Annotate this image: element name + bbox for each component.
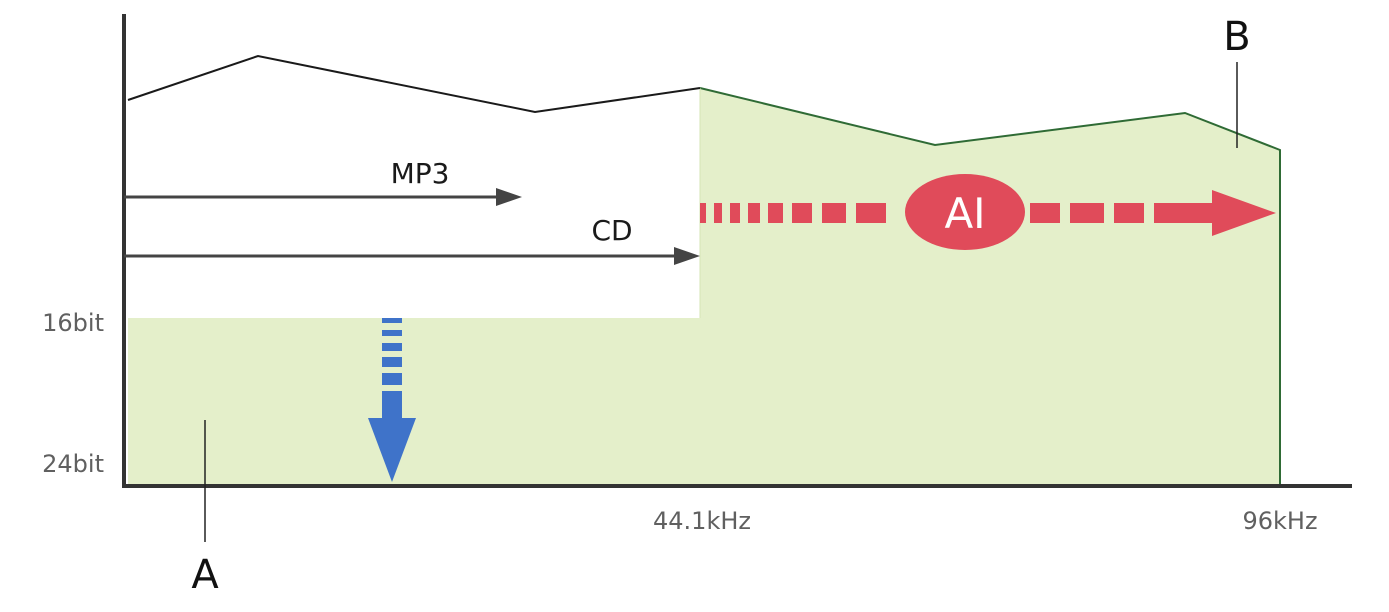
- y-label-24bit: 24bit: [42, 450, 104, 478]
- callout-a-label: A: [191, 552, 219, 598]
- bit-depth-arrow: [368, 318, 416, 482]
- upscaled-coverage-area: [128, 88, 1280, 485]
- ai-badge-label: AI: [944, 189, 985, 238]
- callout-b-label: B: [1223, 14, 1250, 60]
- x-label-96khz: 96kHz: [1242, 507, 1317, 535]
- cd-label: CD: [591, 214, 632, 247]
- mp3-label: MP3: [391, 157, 450, 190]
- ai-badge: [905, 174, 1025, 250]
- x-label-44khz: 44.1kHz: [653, 507, 751, 535]
- upscaled-area-edge: [699, 87, 1281, 485]
- y-label-16bit: 16bit: [42, 309, 104, 337]
- spectrum-outline: [127, 54, 701, 114]
- ai-upscale-arrow: [700, 190, 1276, 236]
- cd-arrow-head: [674, 247, 700, 265]
- mp3-arrow-head: [496, 188, 522, 206]
